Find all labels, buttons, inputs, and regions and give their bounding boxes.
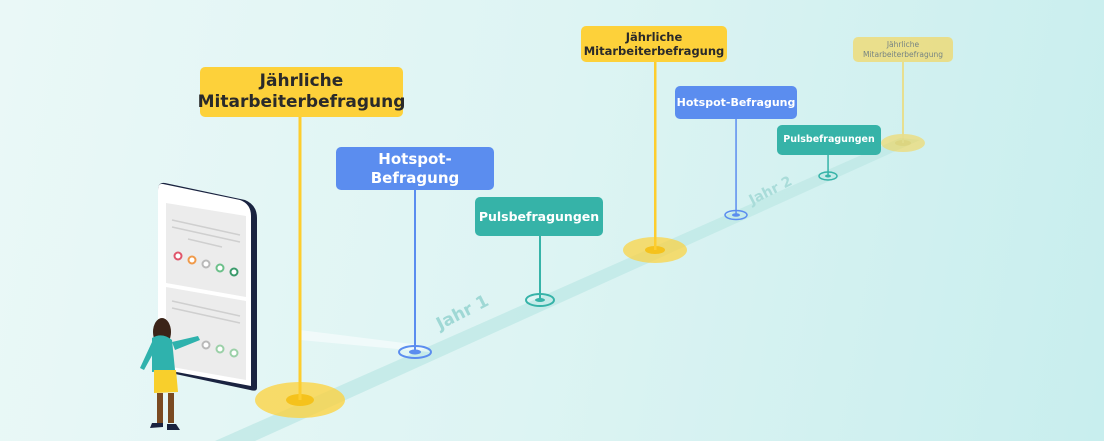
sign-text: Hotspot-Befragung <box>676 95 796 109</box>
sign-text-line2: Mitarbeiterbefragung <box>583 44 725 58</box>
sign-pole-hotspot-2 <box>724 119 748 221</box>
sign-text: Hotspot-Befragung <box>370 149 460 187</box>
sign-pole-pulse-1 <box>525 236 555 307</box>
sign-text-line2: Mitarbeiterbefragung <box>863 49 943 59</box>
sign-pole-annual-2 <box>623 62 687 263</box>
sign-text-line2: Mitarbeiterbefragung <box>197 92 406 112</box>
sign-pole-annual-3 <box>881 62 925 152</box>
sign-text: Pulsbefragungen <box>478 208 600 224</box>
sign-pole-annual-1 <box>255 117 345 418</box>
sign-pole-pulse-2 <box>818 155 838 181</box>
person-illustration <box>140 318 200 430</box>
sign-text-line1: Jährliche <box>259 70 344 91</box>
road-highlight <box>300 330 430 352</box>
sign-text: Pulsbefragungen <box>783 134 875 146</box>
timeline-road <box>215 138 920 441</box>
sign-hotspot-survey-year1: Hotspot-Befragung <box>336 147 494 190</box>
phone-illustration <box>158 182 257 391</box>
sign-pulse-survey-year2: Pulsbefragungen <box>777 125 881 155</box>
sign-hotspot-survey-year2: Hotspot-Befragung <box>675 86 797 119</box>
sign-text-line1: Jährliche <box>886 40 920 50</box>
sign-pulse-survey-year1: Pulsbefragungen <box>475 197 603 236</box>
sign-pole-hotspot-1 <box>398 190 432 359</box>
sign-text-line1: Jährliche <box>625 29 683 44</box>
